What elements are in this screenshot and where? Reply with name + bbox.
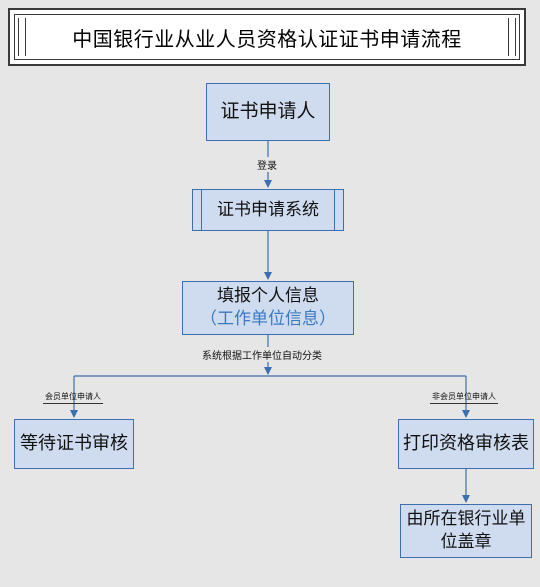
edge-label-member-applicant: 会员单位申请人 [43,391,103,404]
edge-label-login: 登录 [256,157,278,172]
title-banner: 中国银行业从业人员资格认证证书申请流程 [8,8,526,66]
node-print-form: 打印资格审核表 [398,419,534,469]
node-applicant-label: 证书申请人 [220,100,316,123]
node-fill-sublabel: （工作单位信息） [200,309,336,329]
node-stamp-line2: 位盖章 [440,532,492,552]
title-banner-inner: 中国银行业从业人员资格认证证书申请流程 [14,14,520,60]
node-system-label: 证书申请系统 [217,199,319,220]
node-print-label: 打印资格审核表 [403,432,529,454]
edge-label-nonmember-applicant: 非会员单位申请人 [430,391,498,404]
diagram-title: 中国银行业从业人员资格认证证书申请流程 [72,26,462,51]
node-application-system: 证书申请系统 [192,189,344,231]
node-stamp-line1: 由所在银行业单 [406,509,526,530]
edge-label-auto-classify: 系统根据工作单位自动分类 [200,347,324,362]
node-applicant: 证书申请人 [206,83,330,141]
node-fill-personal-info: 填报个人信息 （工作单位信息） [182,281,354,335]
node-bank-stamp: 由所在银行业单 位盖章 [400,504,532,558]
node-fill-label: 填报个人信息 [217,286,319,307]
node-wait-review: 等待证书审核 [14,419,134,469]
node-wait-label: 等待证书审核 [20,432,128,454]
